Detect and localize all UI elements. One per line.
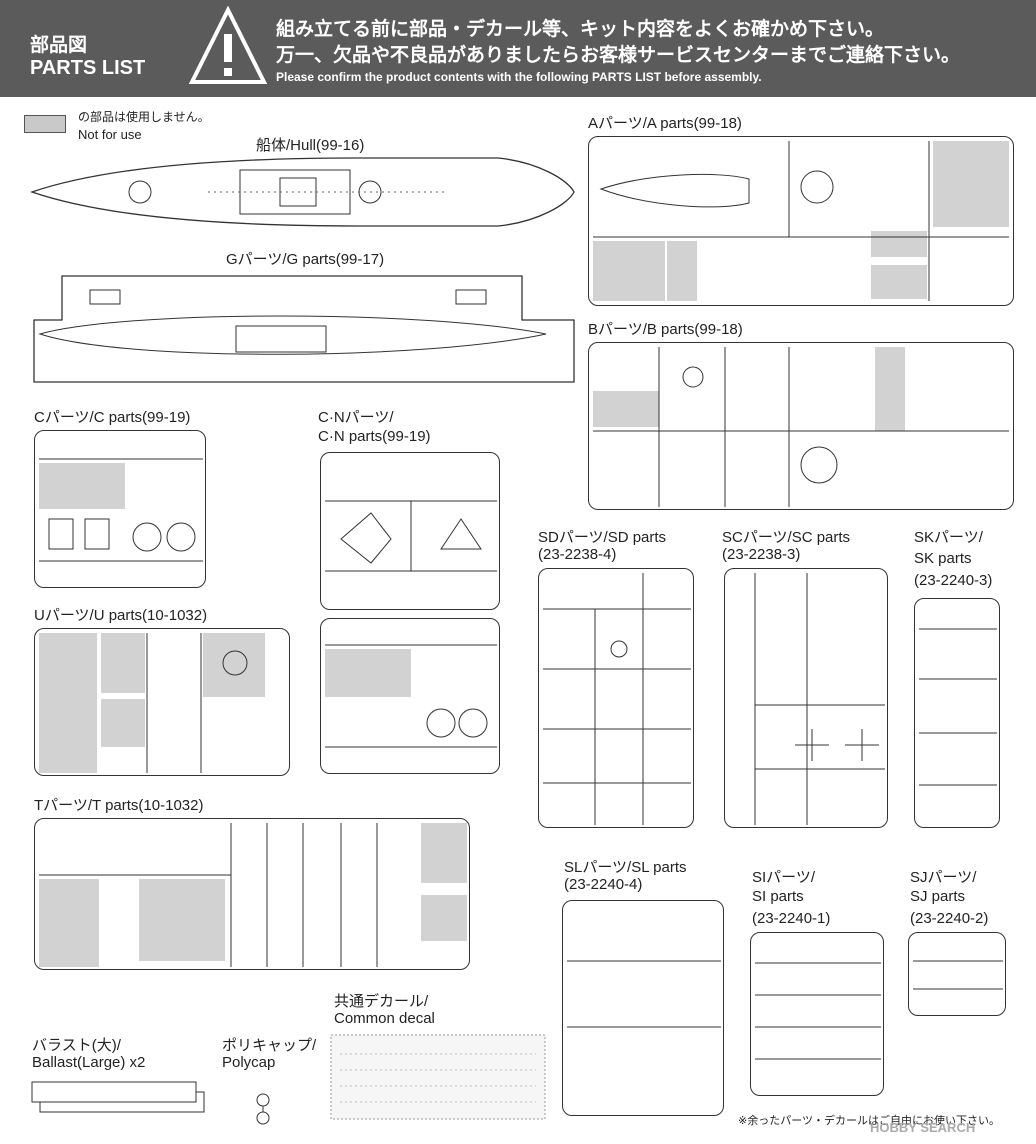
sd-parts-label-1: SDパーツ/SD parts [538,529,667,546]
legend-ja: の部品は使用しません。 [78,110,210,124]
sj-parts-label-2: SJ parts [910,888,966,905]
cn-parts-runner-top [320,452,500,610]
leftover-note: ※余ったパーツ・デカールはご自由にお使い下さい。 [738,1114,1000,1127]
cn-parts-label-1: C·Nパーツ/ [318,409,394,426]
decal-label-2: Common decal [334,1010,435,1027]
a-parts-runner [588,136,1014,306]
sk-parts-label-3: (23-2240-3) [914,572,993,589]
hull-drawing [29,157,575,227]
notice-line-1: 組み立てる前に部品・デカール等、キット内容をよくお確かめ下さい。 [276,18,885,40]
common-decal-sheet [330,1034,546,1120]
ballast-label-2: Ballast(Large) x2 [32,1054,146,1071]
polycap-label-2: Polycap [222,1054,276,1071]
c-parts-runner [34,430,206,588]
header-banner: 部品図 PARTS LIST 組み立てる前に部品・デカール等、キット内容をよくお… [0,0,1036,97]
u-parts-label: Uパーツ/U parts(10-1032) [34,607,208,624]
legend-en: Not for use [78,127,142,142]
cn-parts-runner-bottom [320,618,500,774]
warning-icon [188,6,268,84]
watermark: HOBBY SEARCH [870,1120,976,1135]
sd-parts-runner [538,568,694,828]
si-parts-runner [750,932,884,1096]
cn-parts-label-2: C·N parts(99-19) [318,428,431,445]
sj-parts-runner [908,932,1006,1016]
title-ja: 部品図 [30,34,88,56]
sc-parts-runner [724,568,888,828]
polycap-drawing [256,1093,270,1125]
notice-line-3: Please confirm the product contents with… [276,70,762,84]
sj-parts-label-1: SJパーツ/ [910,869,977,886]
sl-parts-label-1: SLパーツ/SL parts [564,859,687,876]
ballast-drawing [31,1081,205,1113]
si-parts-label-2: SI parts [752,888,804,905]
title-en: PARTS LIST [30,57,146,79]
u-parts-runner [34,628,290,776]
c-parts-label: Cパーツ/C parts(99-19) [34,409,191,426]
sd-parts-label-2: (23-2238-4) [538,546,617,563]
hull-label: 船体/Hull(99-16) [256,137,365,154]
b-parts-label: Bパーツ/B parts(99-18) [588,321,743,338]
t-parts-label: Tパーツ/T parts(10-1032) [34,797,204,814]
polycap-label-1: ポリキャップ/ [222,1037,317,1054]
si-parts-label-1: SIパーツ/ [752,869,816,886]
sc-parts-label-2: (23-2238-3) [722,546,801,563]
sl-parts-label-2: (23-2240-4) [564,876,643,893]
sk-parts-runner [914,598,1000,828]
sc-parts-label-1: SCパーツ/SC parts [722,529,851,546]
sj-parts-label-3: (23-2240-2) [910,910,989,927]
ballast-label-1: バラスト(大)/ [32,1037,121,1054]
si-parts-label-3: (23-2240-1) [752,910,831,927]
not-for-use-swatch [24,115,66,133]
a-parts-label: Aパーツ/A parts(99-18) [588,115,742,132]
sl-parts-runner [562,900,724,1116]
decal-label-1: 共通デカール/ [334,993,429,1010]
notice-line-2: 万一、欠品や不良品がありましたらお客様サービスセンターまでご連絡下さい。 [276,44,961,66]
sk-parts-label-1: SKパーツ/ [914,529,983,546]
g-parts-label: Gパーツ/G parts(99-17) [226,251,385,268]
g-parts-runner [33,275,575,383]
sk-parts-label-2: SK parts [914,550,972,567]
t-parts-runner [34,818,470,970]
b-parts-runner [588,342,1014,510]
